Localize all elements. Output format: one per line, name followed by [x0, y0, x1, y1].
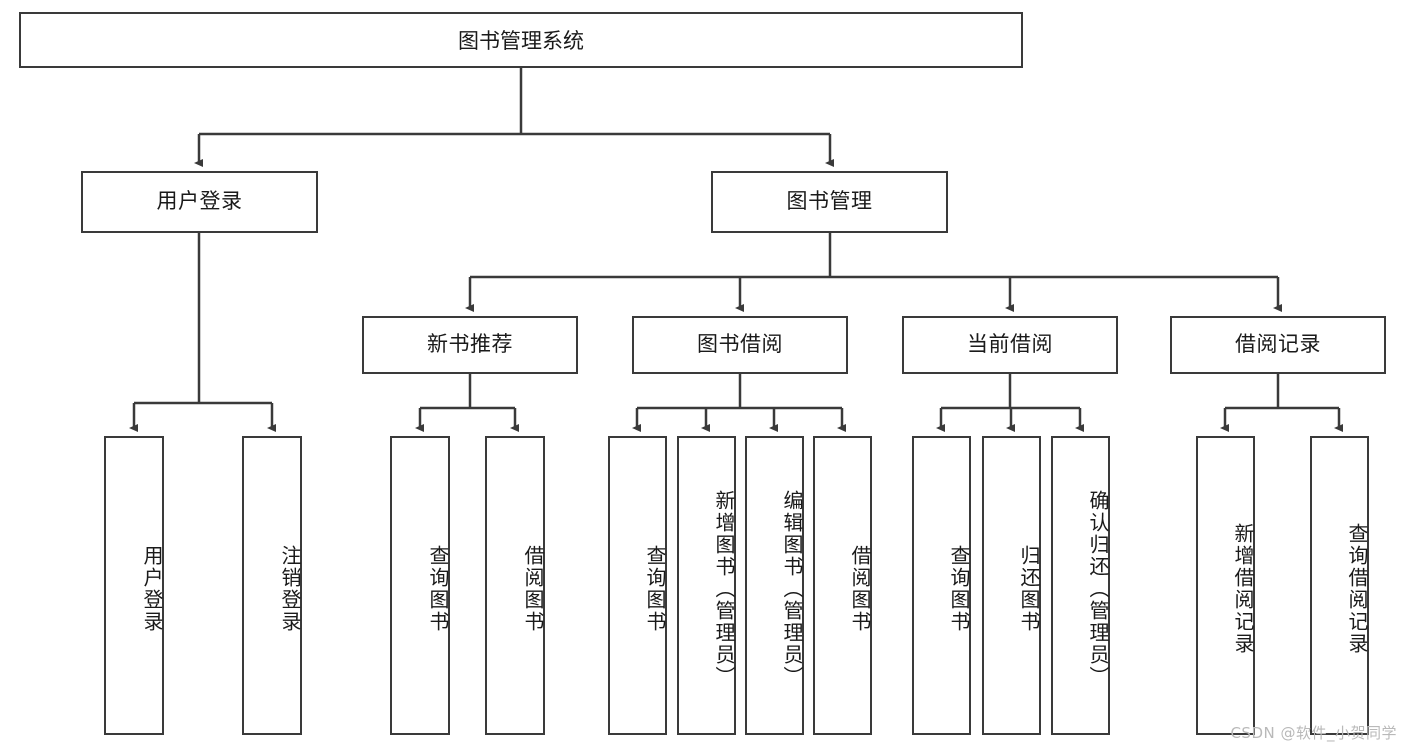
node-new-book-recommend-label: 新书推荐: [427, 332, 513, 357]
node-leaf-query-borrow-record[interactable]: 查询借阅记录: [1310, 436, 1369, 735]
node-current-borrow-label: 当前借阅: [967, 332, 1053, 357]
node-leaf-borrow-book-rec-label: 借阅图书: [521, 544, 545, 633]
node-leaf-query-book-rec[interactable]: 查询图书: [390, 436, 450, 735]
node-book-manage-label: 图书管理: [786, 189, 873, 214]
node-current-borrow[interactable]: 当前借阅: [902, 316, 1118, 374]
node-user-login[interactable]: 用户登录: [81, 171, 318, 233]
node-book-borrow[interactable]: 图书借阅: [632, 316, 848, 374]
node-leaf-borrow-book-rec[interactable]: 借阅图书: [485, 436, 545, 735]
node-leaf-query-book-rec-label: 查询图书: [426, 544, 450, 633]
node-leaf-add-book-admin[interactable]: 新增图书（管理员）: [677, 436, 736, 735]
node-leaf-query-book-label: 查询图书: [643, 544, 667, 633]
node-leaf-add-borrow-record[interactable]: 新增借阅记录: [1196, 436, 1255, 735]
node-leaf-query-book-cur[interactable]: 查询图书: [912, 436, 971, 735]
node-user-login-label: 用户登录: [156, 189, 243, 214]
node-leaf-borrow-book[interactable]: 借阅图书: [813, 436, 872, 735]
node-leaf-user-login[interactable]: 用户登录: [104, 436, 164, 735]
node-leaf-user-login-label: 用户登录: [140, 544, 164, 633]
node-root-label: 图书管理系统: [458, 29, 584, 53]
node-leaf-borrow-book-label: 借阅图书: [848, 544, 872, 633]
node-leaf-return-book-label: 归还图书: [1017, 544, 1041, 633]
node-borrow-record-label: 借阅记录: [1235, 332, 1321, 357]
node-leaf-confirm-return-admin-label: 确认归还（管理员）: [1086, 489, 1110, 688]
node-new-book-recommend[interactable]: 新书推荐: [362, 316, 578, 374]
node-leaf-query-borrow-record-label: 查询借阅记录: [1345, 522, 1369, 655]
node-leaf-edit-book-admin-label: 编辑图书（管理员）: [780, 489, 804, 688]
node-book-borrow-label: 图书借阅: [697, 332, 783, 357]
node-leaf-query-book-cur-label: 查询图书: [947, 544, 971, 633]
node-borrow-record[interactable]: 借阅记录: [1170, 316, 1386, 374]
node-leaf-add-book-admin-label: 新增图书（管理员）: [712, 489, 736, 688]
node-leaf-return-book[interactable]: 归还图书: [982, 436, 1041, 735]
node-book-manage[interactable]: 图书管理: [711, 171, 948, 233]
watermark: CSDN @软件_小贺同学: [1230, 724, 1397, 742]
node-leaf-query-book[interactable]: 查询图书: [608, 436, 667, 735]
node-root[interactable]: 图书管理系统: [19, 12, 1023, 68]
node-leaf-user-logout-label: 注销登录: [278, 544, 302, 633]
node-leaf-add-borrow-record-label: 新增借阅记录: [1231, 522, 1255, 655]
node-leaf-user-logout[interactable]: 注销登录: [242, 436, 302, 735]
node-leaf-confirm-return-admin[interactable]: 确认归还（管理员）: [1051, 436, 1110, 735]
node-leaf-edit-book-admin[interactable]: 编辑图书（管理员）: [745, 436, 804, 735]
